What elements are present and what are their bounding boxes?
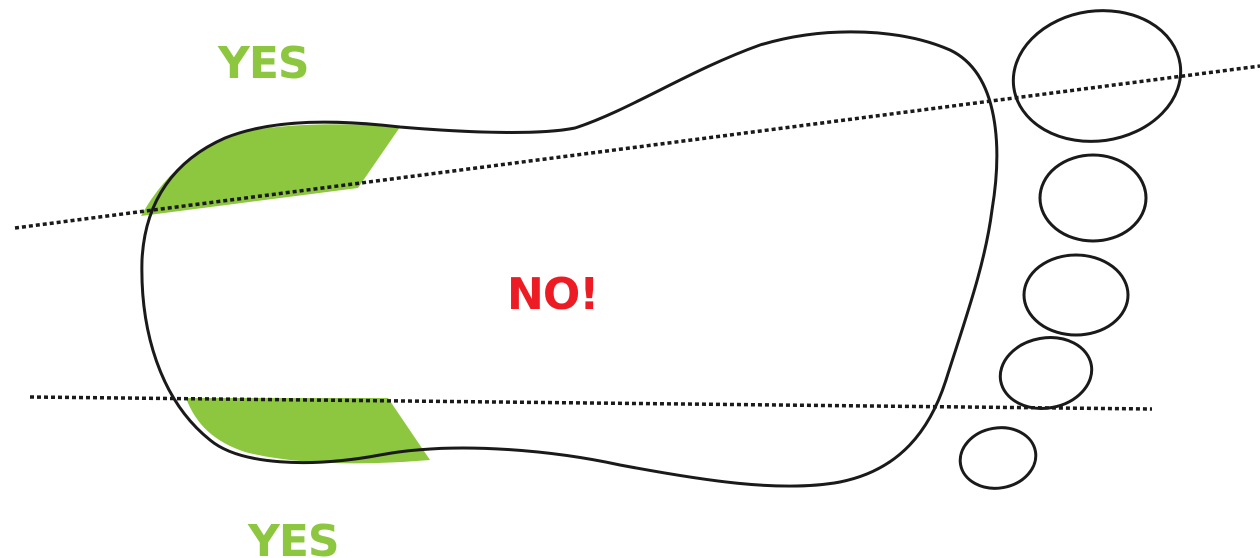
little-toe [958, 426, 1038, 490]
top-yes-label: YES [217, 38, 309, 89]
bottom-yes-label: YES [247, 516, 339, 558]
lower-guide-line [29, 395, 1153, 411]
upper-guide-line [14, 64, 1260, 230]
second-toe [1038, 153, 1148, 243]
lower-yes-region [186, 398, 430, 464]
footprint-outline [140, 30, 999, 488]
fourth-toe [998, 336, 1094, 410]
third-toe [1022, 253, 1130, 337]
center-no-label: NO! [507, 269, 598, 320]
big-toe [1011, 9, 1183, 143]
upper-yes-region [141, 124, 400, 216]
